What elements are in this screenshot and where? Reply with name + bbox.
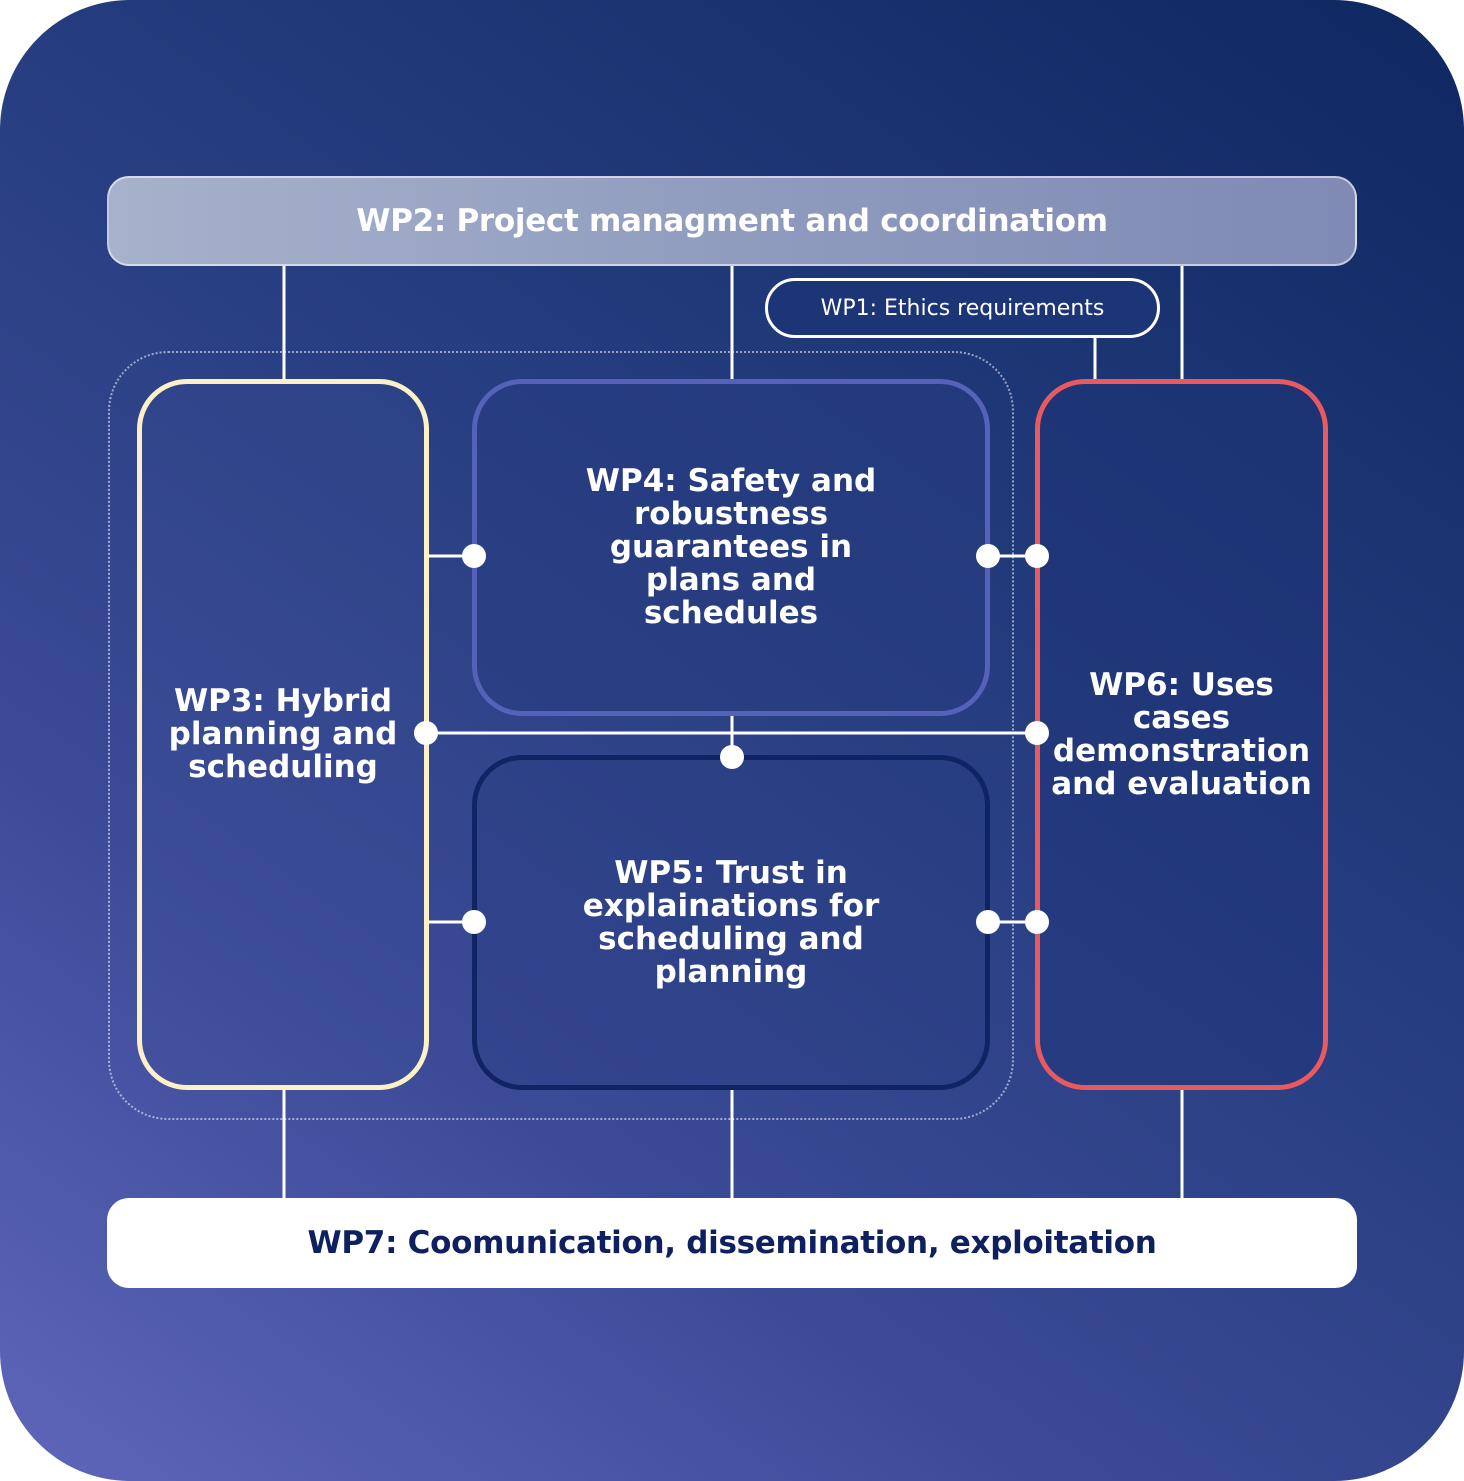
wp4-box: WP4: Safety and robustness guarantees in…: [472, 379, 990, 716]
connector-dot: [1025, 544, 1049, 568]
wp6-label: WP6: Uses cases demonstration and evalua…: [1051, 666, 1312, 802]
wp1-box: WP1: Ethics requirements: [765, 278, 1160, 338]
connector-dot: [462, 910, 486, 934]
connector-dot: [462, 544, 486, 568]
wp3-label: WP3: Hybrid planning and scheduling: [168, 683, 398, 785]
wp2-label: WP2: Project managment and coordinatiom: [356, 203, 1108, 239]
wp6-box: WP6: Uses cases demonstration and evalua…: [1035, 379, 1328, 1090]
connector-dot: [1025, 721, 1049, 745]
connector-dot: [720, 745, 744, 769]
wp7-label: WP7: Coomunication, dissemination, explo…: [307, 1225, 1157, 1261]
wp5-box: WP5: Trust in explainations for scheduli…: [472, 755, 990, 1090]
connector-dot: [976, 544, 1000, 568]
wp5-label: WP5: Trust in explainations for scheduli…: [582, 854, 880, 990]
core-work-packages-group: [108, 351, 1014, 1120]
wp4-label: WP4: Safety and robustness guarantees in…: [585, 463, 877, 631]
wp2-box: WP2: Project managment and coordinatiom: [107, 176, 1357, 266]
connector-dot: [976, 910, 1000, 934]
connector-dot: [414, 721, 438, 745]
wp7-box: WP7: Coomunication, dissemination, explo…: [107, 1198, 1357, 1288]
connector-dot: [1025, 910, 1049, 934]
wp1-label: WP1: Ethics requirements: [820, 295, 1105, 321]
wp3-box: WP3: Hybrid planning and scheduling: [137, 379, 429, 1090]
